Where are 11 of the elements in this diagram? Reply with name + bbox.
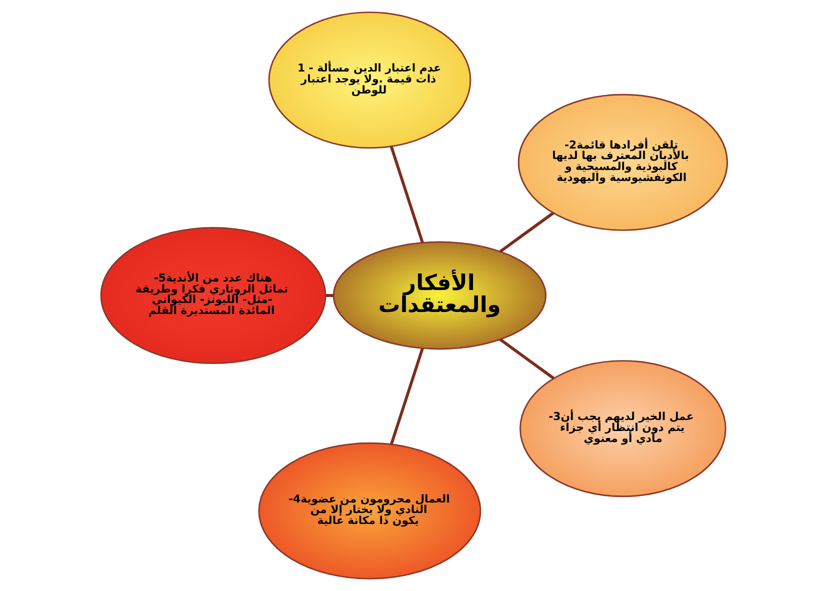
node-ellipse: -5هناك عدد من الأندية تماثل الروتاري فكرا وطريقة مثل- الليونز- الكيواني- المائدة المستديرة القلم bbox=[100, 226, 326, 364]
node-ellipse: -2تلقن أفرادها قائمة بالأديان المعترف بها لديها كالبوذية والمسيحية و الكونفشيوسية واليهودية bbox=[517, 94, 728, 231]
connector bbox=[389, 146, 424, 243]
node-ellipse: 1 - عدم اعتبار الدين مسألة ذات قيمة .ولا يوجد اعتبار للوطن bbox=[268, 12, 471, 149]
node-ellipse: -4العمال محرومون من عضوية النادي ولا يختار إلا من يكون ذا مكانة عالية bbox=[258, 442, 481, 580]
node-ellipse: الأفكار والمعتقدات bbox=[332, 241, 546, 350]
connector bbox=[325, 294, 333, 297]
connector bbox=[498, 338, 554, 380]
connector bbox=[389, 348, 424, 445]
connector bbox=[498, 212, 554, 253]
node-ellipse: -3عمل الخير لديهم يجب أن يتم دون انتظار أي جزاء مادي أو معنوي bbox=[518, 360, 726, 498]
